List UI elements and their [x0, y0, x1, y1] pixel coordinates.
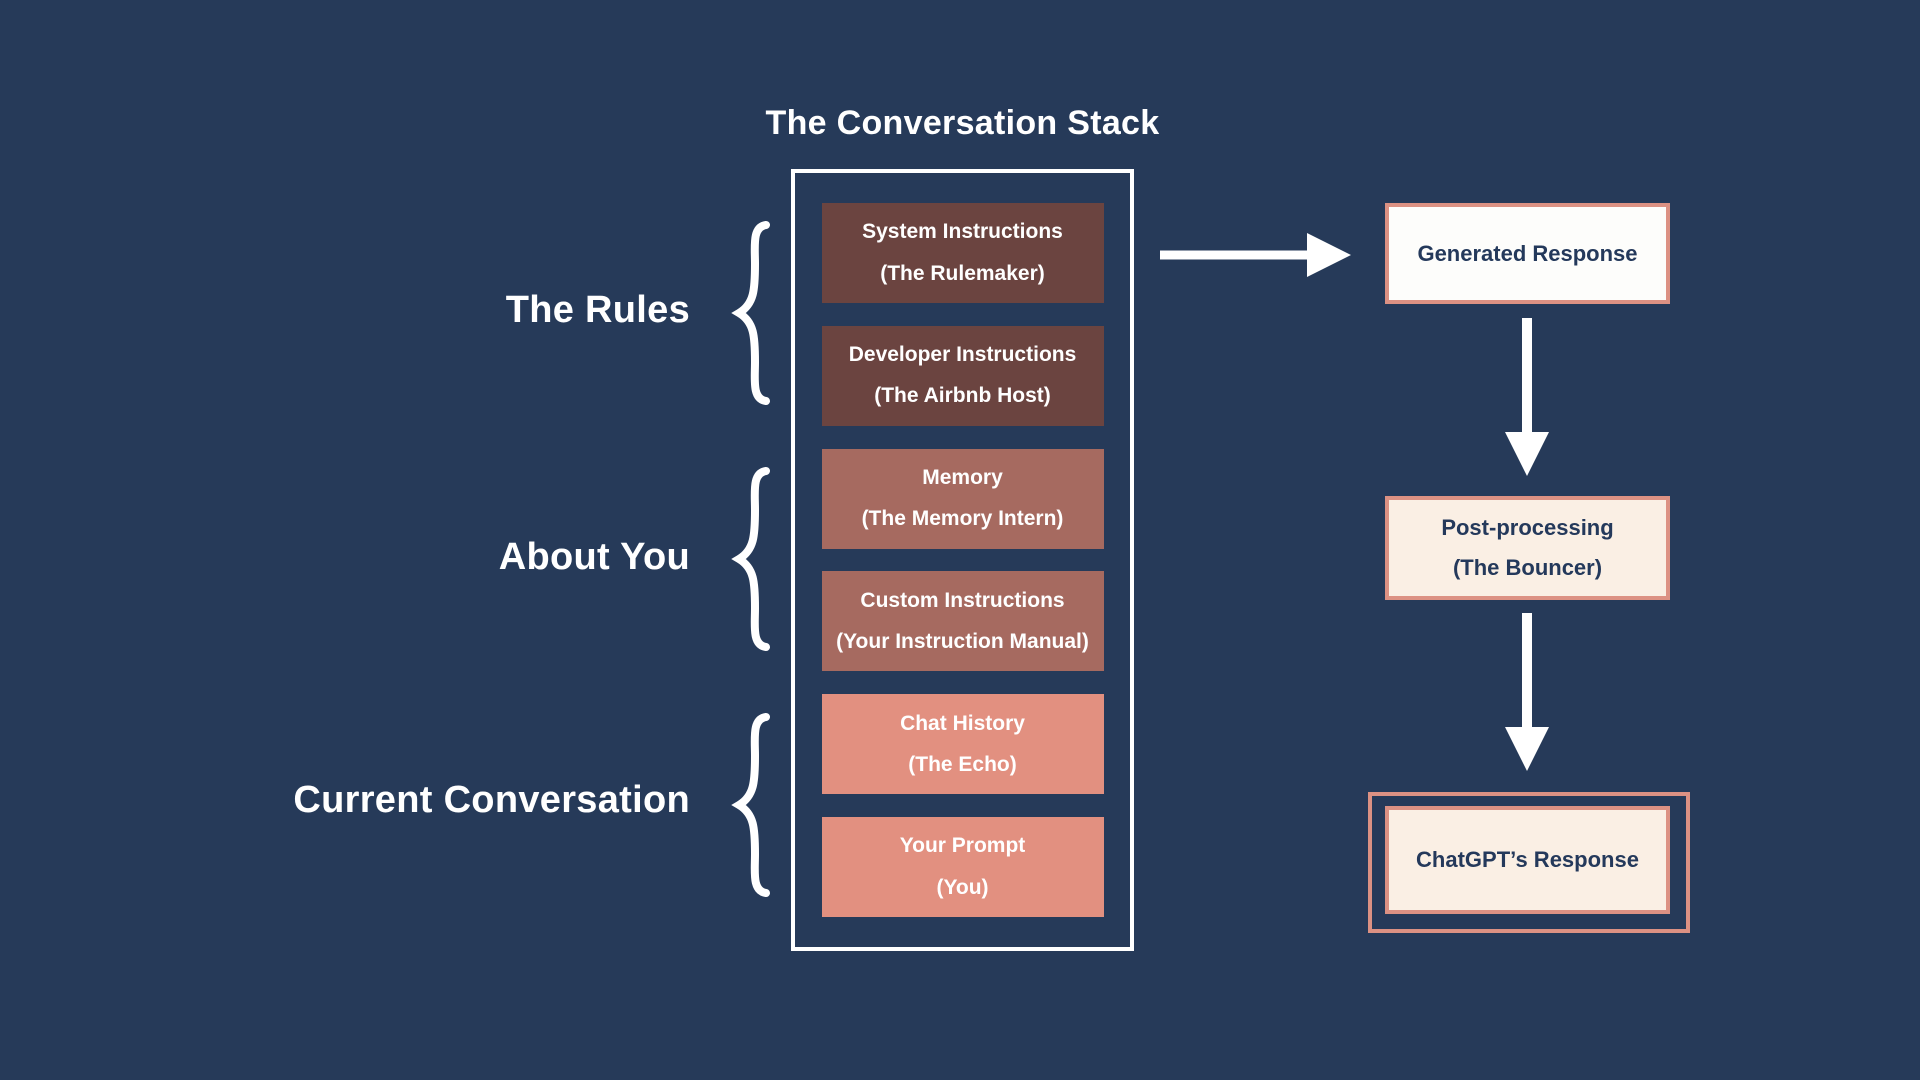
post-processing-box: Post-processing (The Bouncer): [1385, 496, 1670, 600]
group-label-about-you: About You: [498, 536, 690, 578]
chatgpt-response-outer-frame: [1368, 792, 1690, 933]
arrow-down-icon: [1505, 613, 1549, 771]
arrow-right-icon: [1160, 233, 1351, 277]
box-sublabel: (The Rulemaker): [880, 261, 1045, 285]
box-label: Memory: [922, 465, 1003, 489]
box-label: Developer Instructions: [848, 343, 1077, 367]
box-label: Post-processing: [1441, 514, 1614, 540]
box-sublabel: (The Memory Intern): [861, 507, 1064, 531]
group-label-the-rules: The Rules: [505, 289, 690, 331]
brace-icon: [731, 467, 770, 651]
box-label: ChatGPT’s Response: [1416, 847, 1639, 872]
box-sublabel: (You): [936, 875, 989, 899]
box-label: System Instructions: [862, 220, 1063, 244]
box-sublabel: (The Airbnb Host): [874, 384, 1051, 408]
box-sublabel: (Your Instruction Manual): [836, 630, 1089, 654]
stack-box-developer-instructions: Developer Instructions (The Airbnb Host): [821, 325, 1104, 426]
box-sublabel: (The Bouncer): [1452, 555, 1603, 581]
brace-icon: [731, 713, 770, 897]
box-label: Your Prompt: [899, 834, 1026, 858]
group-label-current-conversation: Current Conversation: [293, 779, 690, 821]
stack-box-custom-instructions: Custom Instructions (Your Instruction Ma…: [821, 571, 1104, 672]
conversation-stack-container: System Instructions (The Rulemaker) Deve…: [791, 169, 1134, 951]
stack-box-system-instructions: System Instructions (The Rulemaker): [821, 203, 1104, 303]
brace-icon: [731, 221, 770, 405]
diagram-title: The Conversation Stack: [765, 104, 1160, 142]
stack-box-chat-history: Chat History (The Echo): [821, 694, 1104, 795]
box-label: Chat History: [900, 711, 1025, 735]
generated-response-box: Generated Response: [1385, 203, 1670, 304]
stack-box-memory: Memory (The Memory Intern): [821, 448, 1104, 549]
box-label: Custom Instructions: [860, 588, 1065, 612]
stack-box-your-prompt: Your Prompt (You): [821, 816, 1104, 917]
box-sublabel: (The Echo): [908, 752, 1017, 776]
box-label: Generated Response: [1417, 240, 1638, 266]
arrow-down-icon: [1505, 318, 1549, 476]
chatgpt-response-box: ChatGPT’s Response: [1385, 806, 1670, 914]
